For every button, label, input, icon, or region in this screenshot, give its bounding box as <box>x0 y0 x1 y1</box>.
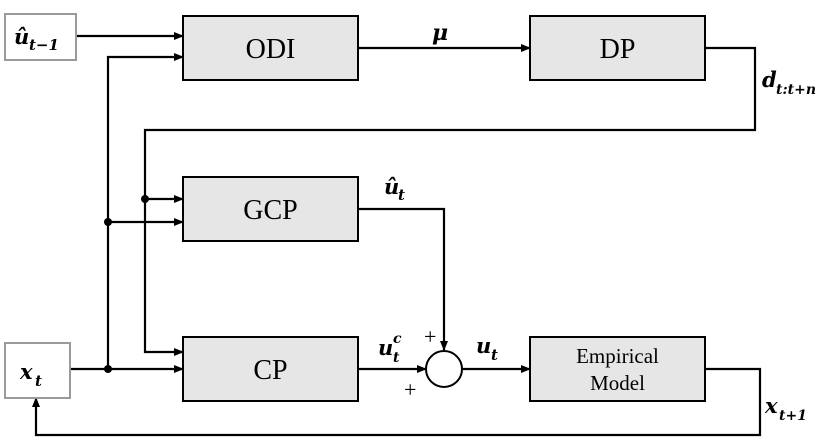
signal-u-c-sub: t <box>393 350 400 366</box>
signal-x-next: x t+1 <box>764 393 807 424</box>
x-t-base: x <box>19 359 33 384</box>
signal-u-c: u c t <box>378 331 402 366</box>
junction-dot <box>141 195 149 203</box>
signal-mu: μ <box>432 20 448 46</box>
plus-sign-top: + <box>424 324 436 349</box>
signal-u-hat: û t <box>384 174 405 204</box>
summing-junction <box>425 350 463 388</box>
junction-dot <box>104 218 112 226</box>
signal-d-base: d <box>762 67 777 92</box>
dp-label: DP <box>600 34 636 65</box>
block-odi: ODI <box>182 15 359 81</box>
odi-label: ODI <box>246 34 296 65</box>
signal-u-hat-base: û <box>384 174 399 199</box>
block-cp: CP <box>182 336 359 402</box>
signal-d: d t:t+n <box>762 67 816 98</box>
wire-xt-to-odi <box>106 53 184 369</box>
wires <box>32 32 762 437</box>
block-dp: DP <box>529 15 706 81</box>
u-prev-base: û <box>14 24 29 49</box>
junction-dot <box>104 365 112 373</box>
input-u-prev: û t−1 <box>4 13 77 61</box>
wire-gcp-to-sum <box>358 207 448 351</box>
input-x-t: x t <box>4 342 71 399</box>
wire-state-feedback <box>32 367 762 437</box>
u-prev-sub: t−1 <box>29 36 59 54</box>
block-gcp: GCP <box>182 176 359 242</box>
wire-d-feedback <box>143 46 757 356</box>
x-t-sub: t <box>35 372 42 390</box>
signal-u-c-sup: c <box>393 331 402 347</box>
signal-x-next-base: x <box>764 393 778 418</box>
gcp-label: GCP <box>243 195 297 226</box>
signal-d-sub: t:t+n <box>776 82 816 98</box>
signal-x-next-sub: t+1 <box>779 408 807 424</box>
cp-label: CP <box>253 355 287 386</box>
signal-u-t-sub: t <box>491 346 498 364</box>
signal-u-t: u t <box>476 333 498 364</box>
empirical-label-line1: Empirical <box>576 344 659 368</box>
signal-u-t-base: u <box>476 333 491 358</box>
empirical-label-line2: Model <box>590 371 645 395</box>
signal-u-hat-sub: t <box>398 186 405 204</box>
signal-u-c-base: u <box>378 335 393 360</box>
plus-sign-left: + <box>404 377 416 402</box>
block-empirical-model: Empirical Model <box>529 336 706 402</box>
